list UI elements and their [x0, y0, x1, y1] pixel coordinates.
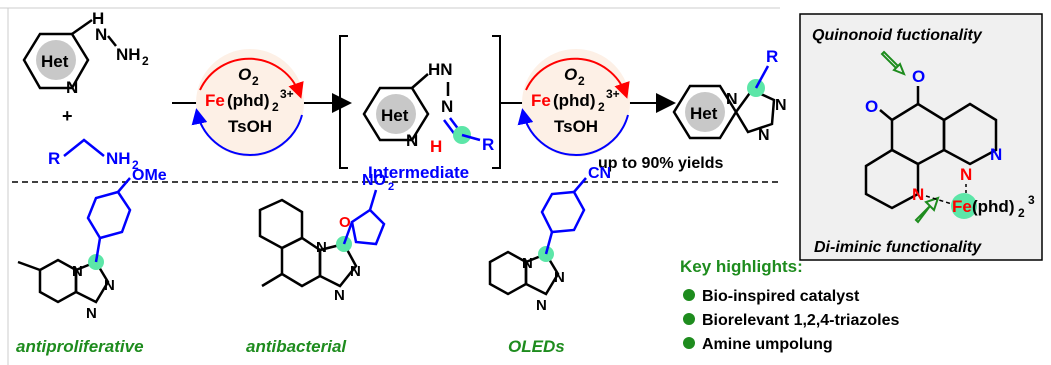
het-label: Het	[690, 104, 718, 123]
charge-label: 3+	[280, 87, 294, 101]
r-group: R	[48, 149, 60, 168]
phd-subscript: 2	[598, 100, 605, 114]
het-label: Het	[381, 106, 409, 125]
phd-subscript: 2	[1018, 206, 1025, 220]
panel-top-label: Quinonoid fuctionality	[812, 27, 983, 44]
o2-subscript: 2	[578, 74, 585, 88]
o2-label: O	[564, 65, 577, 84]
yield-note: up to 90% yields	[598, 155, 723, 172]
phd-label: (phd)	[227, 91, 269, 110]
substituent-label: NO	[362, 172, 386, 189]
nh2-label: NH	[116, 45, 141, 64]
amine-nh2: NH	[106, 149, 131, 168]
oxygen-label: O	[865, 97, 878, 116]
n-atom: N	[522, 255, 533, 272]
substituent-subscript: 2	[388, 181, 394, 193]
n-atom: N	[72, 263, 83, 280]
product-triazole: Het N R N N	[672, 47, 787, 144]
n-atom: N	[758, 127, 770, 144]
fe-label: Fe	[531, 91, 551, 110]
n-atom: N	[334, 287, 345, 304]
highlight-item: Bio-inspired catalyst	[702, 288, 860, 305]
highlight-item: Biorelevant 1,2,4-triazoles	[702, 312, 900, 329]
phd-label: (phd)	[972, 197, 1014, 216]
phd-superscript: 3	[1028, 193, 1035, 207]
n-atom: N	[554, 269, 565, 286]
n-atom: N	[66, 78, 78, 97]
n-atom: N	[990, 145, 1002, 164]
arrow-icon	[880, 50, 906, 76]
bullet-icon	[683, 313, 695, 325]
plus-sign: +	[62, 106, 73, 126]
acid-label: TsOH	[554, 117, 598, 136]
substituent-label: OMe	[132, 167, 167, 184]
o2-label: O	[238, 65, 251, 84]
amine-nh2-subscript: 2	[132, 158, 139, 172]
catalyst-cycle-1: O 2 Fe (phd) 2 3+ TsOH	[172, 49, 352, 157]
h-atom: H	[92, 9, 104, 28]
o2-subscript: 2	[252, 74, 259, 88]
fe-label: Fe	[952, 197, 972, 216]
oxygen-label: O	[912, 67, 925, 86]
n-atom: N	[316, 239, 327, 256]
application-label: antiproliferative	[16, 337, 144, 356]
bullet-icon	[683, 289, 695, 301]
highlights-title: Key highlights:	[680, 257, 803, 276]
application-label: antibacterial	[246, 337, 347, 356]
phd-label: (phd)	[553, 91, 595, 110]
key-highlights: Key highlights: Bio-inspired catalyst Bi…	[680, 257, 900, 353]
h-atom: H	[430, 137, 442, 156]
n-atom: N	[775, 97, 787, 114]
panel-bottom-label: Di-iminic functionality	[814, 239, 982, 256]
highlight-item: Amine umpolung	[702, 336, 833, 353]
n-atom: N	[726, 91, 738, 108]
n-atom: N	[406, 131, 418, 150]
intermediate-bracket: Het N HN N H R Intermediate	[339, 35, 501, 182]
catalyst-panel: Quinonoid fuctionality O O N N N Fe (phd…	[799, 13, 1043, 261]
acid-label: TsOH	[228, 117, 272, 136]
charge-label: 3+	[606, 87, 620, 101]
r-group: R	[482, 135, 494, 154]
n-atom: N	[350, 263, 361, 280]
n-atom: N	[86, 305, 97, 322]
application-label: OLEDs	[508, 337, 565, 356]
n-atom: N	[536, 297, 547, 314]
amine-substrate: R NH 2	[48, 138, 139, 172]
n-atom: N	[95, 25, 107, 44]
nh2-subscript: 2	[142, 54, 149, 68]
hn-label: HN	[428, 60, 453, 79]
catalyst-cycle-2: O 2 Fe (phd) 2 3+ TsOH	[500, 49, 676, 157]
het-label: Het	[41, 52, 69, 71]
application-antibacterial: N N N O NO 2 antibacterial	[246, 172, 394, 356]
n-atom: N	[441, 97, 453, 116]
fe-label: Fe	[205, 91, 225, 110]
r-group: R	[766, 47, 778, 66]
intermediate-label: Intermediate	[368, 163, 469, 182]
hydrazine-substrate: Het N H N NH 2	[22, 9, 149, 97]
application-antiproliferative: N N N OMe antiproliferative	[16, 167, 167, 356]
application-oleds: N N N CN OLEDs	[488, 165, 611, 356]
phd-subscript: 2	[272, 100, 279, 114]
furan-oxygen: O	[339, 214, 351, 231]
bullet-icon	[683, 337, 695, 349]
arrow-icon	[914, 196, 940, 224]
het-ring-fill	[36, 40, 76, 80]
substituent-label: CN	[588, 165, 611, 182]
n-atom: N	[104, 277, 115, 294]
n-atom: N	[960, 165, 972, 184]
n-atom: N	[912, 185, 924, 204]
